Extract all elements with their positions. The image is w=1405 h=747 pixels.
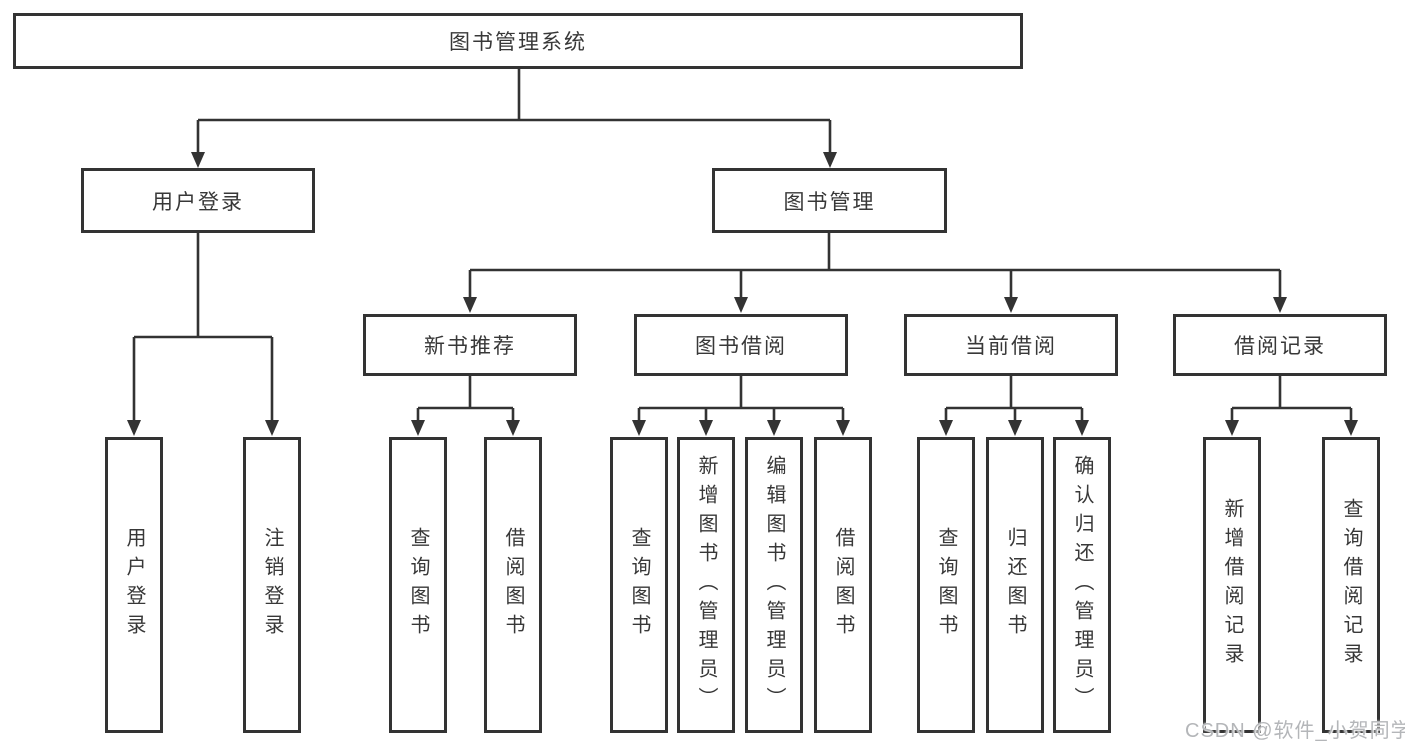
leaf-query-books-borrow: 查询图书 (610, 437, 668, 733)
connector-new-book-to-leaves (411, 376, 520, 436)
node-borrow-records: 借阅记录 (1173, 314, 1387, 376)
leaf-label: 归还图书 (1004, 527, 1026, 643)
node-user-login: 用户登录 (81, 168, 315, 233)
connector-user-login-to-leaves (127, 233, 279, 436)
leaf-return-books: 归还图书 (986, 437, 1044, 733)
leaf-add-borrow-record: 新增借阅记录 (1203, 437, 1261, 733)
node-new-book-recommend: 新书推荐 (363, 314, 577, 376)
leaf-logout: 注销登录 (243, 437, 301, 733)
leaf-label: 借阅图书 (502, 527, 524, 643)
connector-root-to-level2 (191, 69, 837, 168)
leaf-add-books-admin: 新增图书（管理员） (677, 437, 735, 733)
node-root-label: 图书管理系统 (449, 31, 587, 54)
leaf-label: 新增借阅记录 (1221, 498, 1243, 672)
leaf-label: 查询图书 (407, 527, 429, 643)
leaf-label: 查询借阅记录 (1340, 498, 1362, 672)
leaf-query-books-recommend: 查询图书 (389, 437, 447, 733)
watermark: CSDN @软件_小贺同学 (1185, 720, 1405, 742)
leaf-label: 借阅图书 (832, 527, 854, 643)
node-label: 新书推荐 (424, 335, 516, 358)
node-root-system: 图书管理系统 (13, 13, 1023, 69)
node-current-borrow: 当前借阅 (904, 314, 1118, 376)
connector-book-mgmt-to-level3 (463, 233, 1287, 313)
leaf-label: 确认归还（管理员） (1071, 454, 1093, 716)
leaf-label: 注销登录 (261, 527, 283, 643)
node-book-management: 图书管理 (712, 168, 947, 233)
leaf-borrow-books: 借阅图书 (814, 437, 872, 733)
connector-book-borrow-to-leaves (632, 376, 850, 436)
leaf-user-login: 用户登录 (105, 437, 163, 733)
leaf-query-books-current: 查询图书 (917, 437, 975, 733)
leaf-label: 查询图书 (628, 527, 650, 643)
leaf-query-borrow-record: 查询借阅记录 (1322, 437, 1380, 733)
node-label: 当前借阅 (965, 335, 1057, 358)
node-label: 图书管理 (783, 190, 876, 214)
leaf-confirm-return-admin: 确认归还（管理员） (1053, 437, 1111, 733)
leaf-label: 新增图书（管理员） (695, 454, 717, 716)
leaf-borrow-books-recommend: 借阅图书 (484, 437, 542, 733)
connector-current-borrow-to-leaves (939, 376, 1089, 436)
leaf-edit-books-admin: 编辑图书（管理员） (745, 437, 803, 733)
node-label: 用户登录 (152, 190, 244, 214)
leaf-label: 编辑图书（管理员） (763, 454, 785, 716)
node-book-borrow: 图书借阅 (634, 314, 848, 376)
leaf-label: 查询图书 (935, 527, 957, 643)
node-label: 借阅记录 (1234, 335, 1326, 358)
node-label: 图书借阅 (695, 335, 787, 358)
leaf-label: 用户登录 (123, 527, 145, 643)
connector-borrow-records-to-leaves (1225, 376, 1358, 436)
